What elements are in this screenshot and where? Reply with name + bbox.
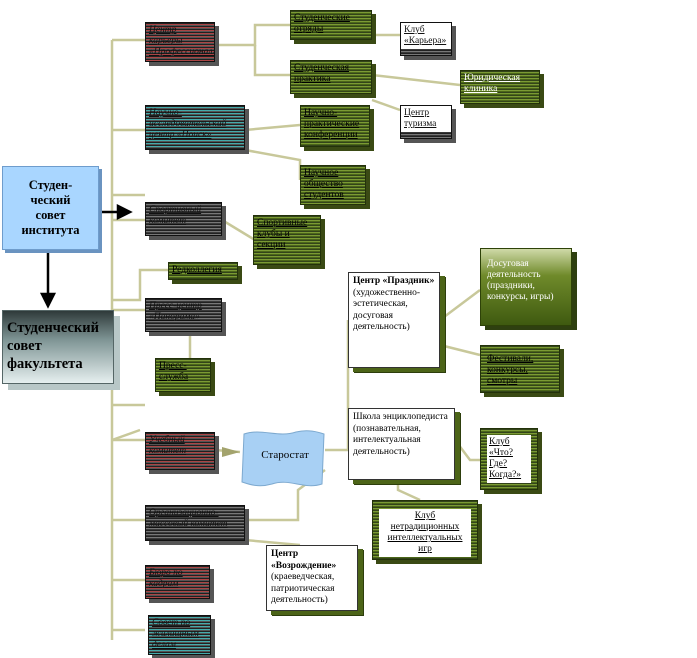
study-committee-label: Учебный комитет — [149, 435, 187, 456]
sports-clubs-box: Спортивные клубы и секции — [253, 215, 321, 265]
club-career-box: Клуб «Карьера» — [400, 22, 452, 56]
leisure-label: Досуговая деятельность (праздники, конку… — [487, 259, 554, 302]
scientific-society-box: Научное общество студентов — [300, 165, 366, 205]
club-what-label: Клуб «Что? Где? Когда?» — [487, 435, 531, 483]
tourism-center-box: Центр туризма — [400, 105, 452, 139]
sports-committee-label: Спортивный комитет — [149, 205, 202, 226]
festivals-box: Фестивали, конкурсы, смотры — [480, 345, 560, 393]
press-service-box: Пресс-служба — [155, 358, 211, 392]
vozrozhdenie-center-box: Центр «Возрождение» (краеведческая, патр… — [266, 545, 358, 611]
scientific-conf-box: Научно-практические конференции — [300, 105, 370, 147]
school-encyclopedist-box: Школа энциклопедиста (познавательная, ин… — [348, 408, 455, 480]
press-center-label: Пресс-центр «Панорама» — [149, 301, 202, 322]
research-center-box: Научно-исследовательский центр «Поиск» — [145, 105, 245, 150]
institute-line4: института — [21, 223, 80, 237]
starostat-banner — [241, 430, 325, 487]
festivals-label: Фестивали, конкурсы, смотры — [487, 354, 534, 386]
faculty-line1: Студенческий — [7, 320, 99, 336]
club-games-label: Клуб нетрадиционных интеллектуальных игр — [379, 509, 471, 557]
research-center-label: Научно-исследовательский центр «Поиск» — [149, 108, 227, 140]
org-committee-box: Организационно-массовый комитет — [145, 505, 245, 541]
club-games-box: Клуб нетрадиционных интеллектуальных игр — [372, 500, 478, 560]
school-desc: (познавательная, интелектуальная деятель… — [353, 423, 421, 457]
institute-line2: ческий — [30, 193, 71, 207]
career-center-box: Центр карьеры «Профессионал» — [145, 22, 215, 62]
club-what-box: Клуб «Что? Где? Когда?» — [480, 428, 538, 490]
editorial-box: Редколлегия — [168, 262, 238, 280]
faculty-line2: совет — [7, 338, 42, 354]
institute-line3: совет — [35, 208, 66, 222]
prazdnik-center-box: Центр «Праздник» (художественно-эстетиче… — [348, 272, 440, 368]
prazdnik-desc: (художественно-эстетическая, досуговая д… — [353, 287, 421, 333]
vozrozhdenie-title: Центр «Возрождение» — [271, 549, 337, 571]
institute-council-box: Студен- ческий совет института — [2, 166, 99, 250]
starostat-label: Старостат — [261, 450, 309, 461]
institute-line1: Студен- — [28, 178, 73, 192]
vozrozhdenie-desc: (краеведческая, патриотическая деятельно… — [271, 572, 335, 605]
scientific-society-label: Научное общество студентов — [304, 168, 344, 200]
sports-clubs-label: Спортивные клубы и секции — [257, 218, 308, 250]
career-center-label: Центр карьеры «Профессионал» — [149, 25, 215, 57]
club-career-label: Клуб «Карьера» — [401, 23, 451, 49]
bureau-box: Бюро по кадрам — [145, 565, 210, 599]
dormitory-label: Совет по жилищным делам — [152, 618, 199, 650]
student-brigades-label: Студенческие отряды — [294, 13, 350, 34]
faculty-council-box: Студенческий совет факультета — [2, 310, 114, 384]
leisure-box: Досуговая деятельность (праздники, конку… — [480, 248, 572, 326]
press-service-label: Пресс-служба — [159, 361, 189, 382]
legal-clinic-label: Юридическая клиника — [464, 73, 521, 94]
press-center-box: Пресс-центр «Панорама» — [145, 298, 222, 332]
org-committee-label: Организационно-массовый комитет — [149, 508, 228, 529]
prazdnik-title: Центр «Праздник» — [353, 276, 435, 286]
scientific-conf-label: Научно-практические конференции — [304, 108, 360, 140]
bureau-label: Бюро по кадрам — [149, 568, 183, 589]
dormitory-box: Совет по жилищным делам — [148, 615, 211, 655]
legal-clinic-box: Юридическая клиника — [460, 70, 540, 104]
sports-committee-box: Спортивный комитет — [145, 202, 222, 236]
student-practice-box: Студенческая практика — [290, 60, 372, 94]
editorial-label: Редколлегия — [172, 265, 222, 275]
student-brigades-box: Студенческие отряды — [290, 10, 372, 40]
study-committee-box: Учебный комитет — [145, 432, 215, 470]
faculty-line3: факультета — [7, 356, 83, 372]
tourism-center-label: Центр туризма — [401, 106, 451, 132]
school-title: Школа энциклопедиста — [353, 412, 448, 422]
student-practice-label: Студенческая практика — [294, 63, 350, 84]
